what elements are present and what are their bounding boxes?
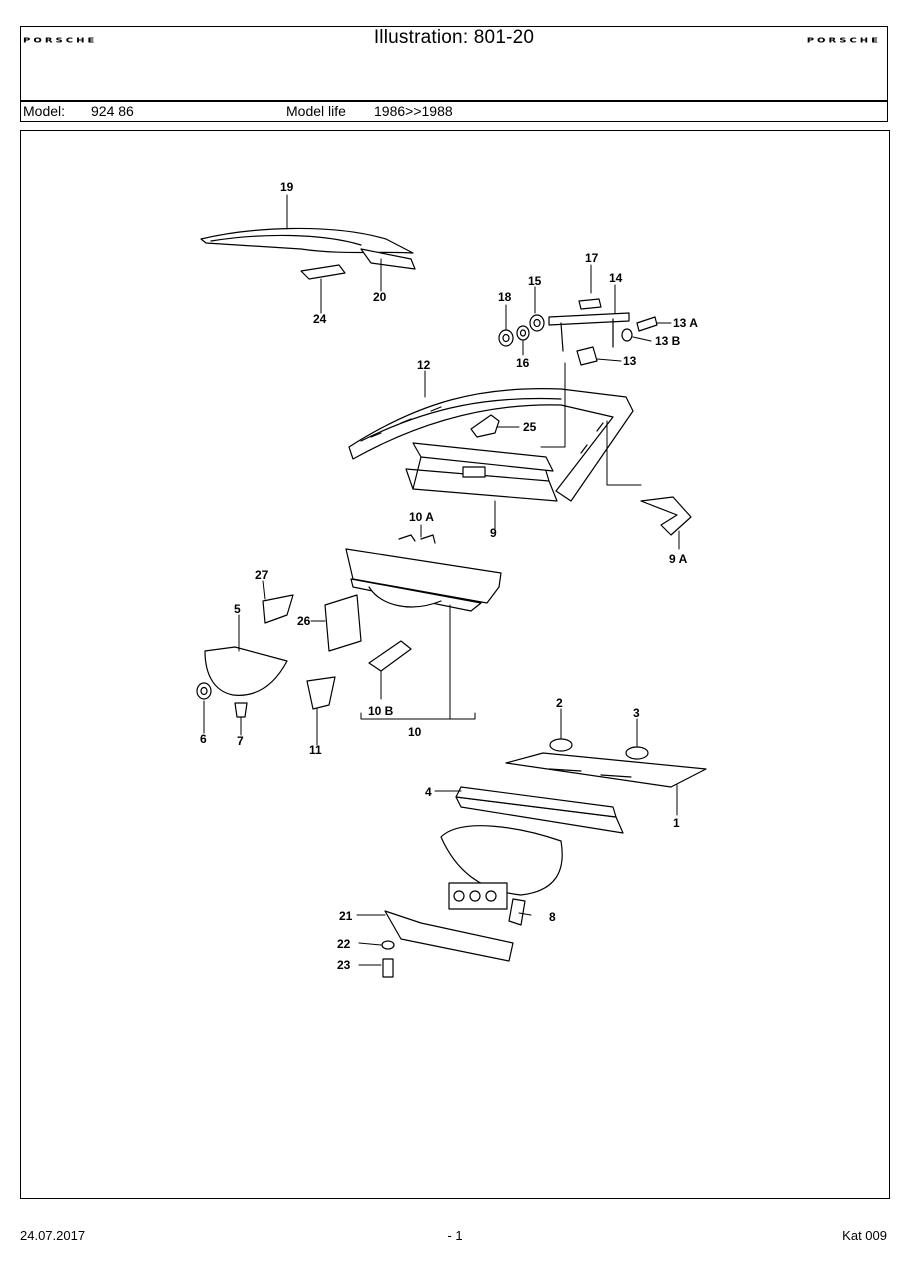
header-box: PORSCHE Illustration: 801-20 PORSCHE Mod… <box>20 26 888 122</box>
callout-10: 10 <box>408 725 422 739</box>
callout-26: 26 <box>297 614 311 628</box>
callout-18: 18 <box>498 290 512 304</box>
footer-page-number: - 1 <box>447 1228 463 1243</box>
footer-catalog: Kat 009 <box>842 1228 887 1243</box>
callout-10b: 10 B <box>368 704 394 718</box>
parts-illustration: 19 20 24 17 14 15 18 16 13 A 13 B 13 12 … <box>20 130 890 1199</box>
callout-25: 25 <box>523 420 537 434</box>
model-value: 924 86 <box>91 103 134 119</box>
callout-14: 14 <box>609 271 623 285</box>
callout-2: 2 <box>556 696 563 710</box>
callout-27: 27 <box>255 568 269 582</box>
callout-22: 22 <box>337 937 351 951</box>
callout-9a: 9 A <box>669 552 688 566</box>
callout-5: 5 <box>234 602 241 616</box>
callout-labels: 19 20 24 17 14 15 18 16 13 A 13 B 13 12 … <box>200 180 698 972</box>
model-row: Model: 924 86 Model life 1986>>1988 <box>21 102 887 121</box>
brand-logo-left: PORSCHE <box>23 37 98 45</box>
callout-6: 6 <box>200 732 207 746</box>
callout-8: 8 <box>549 910 556 924</box>
callout-13b: 13 B <box>655 334 681 348</box>
footer-date: 24.07.2017 <box>20 1228 86 1243</box>
callout-9: 9 <box>490 526 497 540</box>
callout-13: 13 <box>623 354 637 368</box>
brand-logo-right: PORSCHE <box>806 37 881 45</box>
callout-11: 11 <box>309 743 322 757</box>
callout-4: 4 <box>425 785 432 799</box>
callout-12: 12 <box>417 358 431 372</box>
callout-3: 3 <box>633 706 640 720</box>
header-divider <box>21 100 887 102</box>
model-life-value: 1986>>1988 <box>374 103 453 119</box>
callout-19: 19 <box>280 180 294 194</box>
callout-1: 1 <box>673 816 680 830</box>
callout-7: 7 <box>237 734 244 748</box>
callout-23: 23 <box>337 958 351 972</box>
model-life-label: Model life <box>286 103 346 119</box>
callout-16: 16 <box>516 356 530 370</box>
page-title: Illustration: 801-20 <box>373 27 535 48</box>
callout-17: 17 <box>585 251 599 265</box>
callout-10a: 10 A <box>409 510 434 524</box>
callout-13a: 13 A <box>673 316 698 330</box>
exploded-diagram: 19 20 24 17 14 15 18 16 13 A 13 B 13 12 … <box>196 180 707 978</box>
model-label: Model: <box>23 103 66 119</box>
callout-24: 24 <box>313 312 327 326</box>
callout-15: 15 <box>528 274 542 288</box>
callout-20: 20 <box>373 290 387 304</box>
callout-21: 21 <box>339 909 353 923</box>
